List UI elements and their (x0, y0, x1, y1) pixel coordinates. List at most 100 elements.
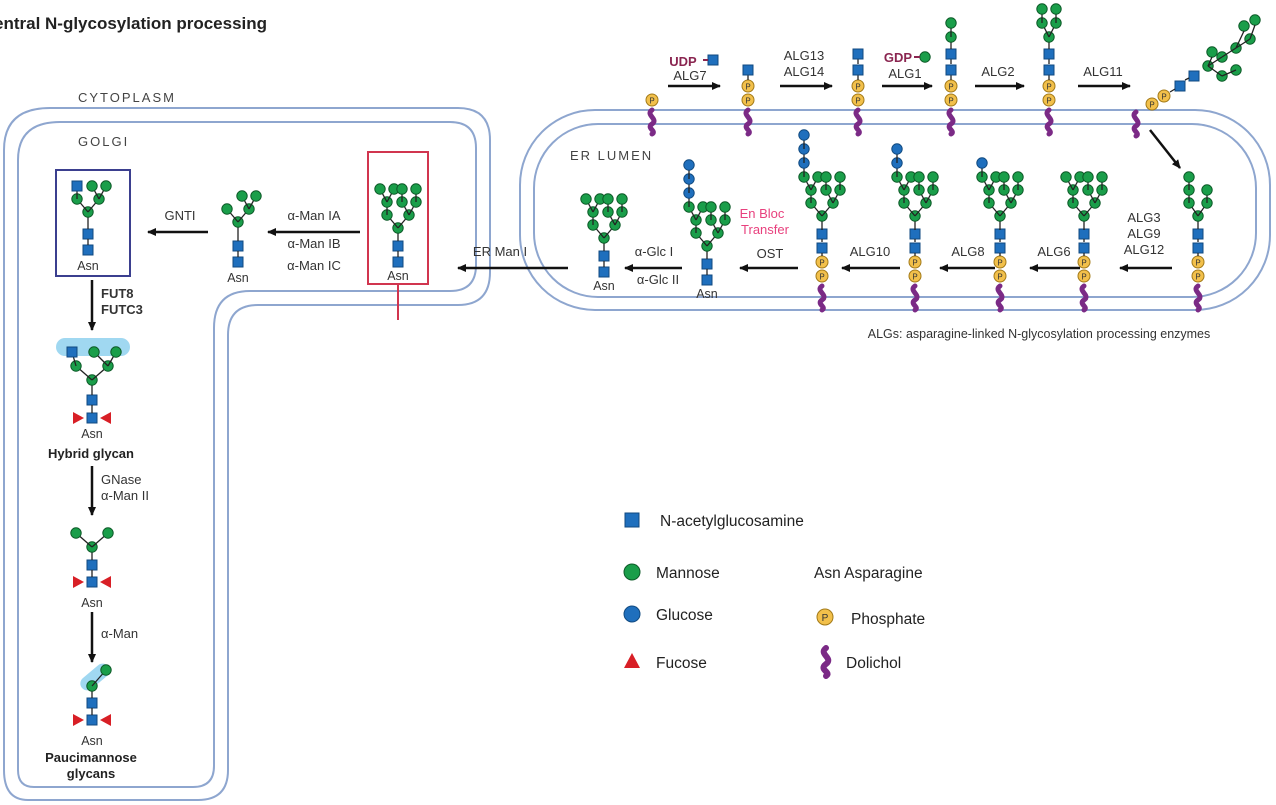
mannose-circle (705, 201, 717, 213)
mannose-circle (919, 51, 931, 63)
golgi-membrane-inner (17, 121, 477, 788)
glcnac-square (909, 242, 921, 254)
phosphate-circle (1157, 89, 1171, 103)
phosphate-letter: P (948, 97, 953, 106)
arrow-flip (1149, 129, 1181, 169)
fucose-triangle (73, 714, 84, 726)
mannose-circle (410, 183, 422, 195)
dolichol-tail (1079, 283, 1089, 313)
glycan-bond (1249, 24, 1256, 40)
glucose-circle (798, 129, 810, 141)
fucose-triangle (100, 714, 111, 726)
glcnac-square (1043, 64, 1055, 76)
mannose-circle (1183, 171, 1195, 183)
legend-mannose-label: Mannose (656, 565, 720, 582)
glcnac-square (816, 228, 828, 240)
phosphate-letter: P (1081, 259, 1086, 268)
dolichol-tail (817, 283, 827, 313)
en-bloc-label: En Bloc (740, 206, 785, 221)
phosphate-letter: P (997, 259, 1002, 268)
legend-glcnac-icon (624, 512, 640, 528)
phosphate-letter: P (912, 273, 917, 282)
mannose-circle (913, 171, 925, 183)
mannose-circle (1050, 3, 1062, 15)
udp-label: UDP (669, 54, 697, 69)
glcnac-square (82, 244, 94, 256)
fucose-triangle (100, 412, 111, 424)
phosphate-letter: P (855, 97, 860, 106)
glc1-label: α-Glc I (635, 244, 674, 259)
golgi-membrane-outer (3, 107, 491, 801)
mannose-circle (100, 664, 112, 676)
fucose-triangle (73, 576, 84, 588)
golgi-label: GOLGI (78, 134, 129, 149)
glc2-label: α-Glc II (637, 272, 679, 287)
phosphate-circle (944, 93, 958, 107)
alg12-label: ALG12 (1124, 242, 1164, 257)
aman-label: α-Man (101, 626, 138, 641)
asn-label: Asn (81, 427, 103, 441)
mannose-circle (110, 346, 122, 358)
asn-label: Asn (77, 259, 99, 273)
glcnac-square (86, 576, 98, 588)
glcnac-square (1192, 242, 1204, 254)
legend-dolichol-icon (820, 645, 832, 679)
mannose-circle (221, 203, 233, 215)
glcnac-square (701, 274, 713, 286)
glcnac-square (598, 266, 610, 278)
phosphate-letter: P (1046, 97, 1051, 106)
hybrid-label: Hybrid glycan (48, 446, 134, 461)
glycan-bond (1221, 47, 1237, 58)
phosphate-circle (741, 93, 755, 107)
mannose-circle (927, 171, 939, 183)
man2-label: α-Man II (101, 488, 149, 503)
glcnac-square (86, 559, 98, 571)
legend-phosphate-letter: P (822, 613, 829, 624)
dolichol-tail (995, 283, 1005, 313)
phosphate-circle (1145, 97, 1159, 111)
mannose-circle (1201, 184, 1213, 196)
golgi-hybrid-box (55, 169, 131, 277)
mannose-circle (236, 190, 248, 202)
glcnac-square (1043, 48, 1055, 60)
mannose-circle (580, 193, 592, 205)
glcnac-square (994, 242, 1006, 254)
pauci-label-2: glycans (67, 766, 115, 781)
glcnac-square (232, 256, 244, 268)
mannose-circle (86, 180, 98, 192)
phosphate-circle (908, 269, 922, 283)
mannose-circle (1206, 46, 1218, 58)
fucose-triangle (73, 412, 84, 424)
dolichol-tail (1131, 109, 1141, 139)
legend-glucose-label: Glucose (656, 607, 713, 624)
er-man1-label: ER Man I (473, 244, 527, 259)
glycan-bond (1235, 30, 1245, 49)
man-ia-label: α-Man IA (287, 208, 340, 223)
glucose-circle (891, 143, 903, 155)
glcnac-square (945, 64, 957, 76)
alg10-label: ALG10 (850, 244, 890, 259)
mannose-circle (88, 346, 100, 358)
mannose-circle (100, 180, 112, 192)
dolichol-tail (1044, 107, 1054, 137)
glycan-bond (1169, 88, 1176, 93)
glcnac-square (816, 242, 828, 254)
glcnac-square (86, 697, 98, 709)
phosphate-letter: P (1195, 259, 1200, 268)
phosphate-letter: P (855, 83, 860, 92)
alg6-label: ALG6 (1037, 244, 1070, 259)
alg14-label: ALG14 (784, 64, 824, 79)
alg3-label: ALG3 (1127, 210, 1160, 225)
legend-fucose-icon (624, 653, 640, 668)
asn-label: Asn (696, 287, 718, 301)
er-lumen-label: ER LUMEN (570, 148, 653, 163)
alg1-label: ALG1 (888, 66, 921, 81)
asn-label: Asn (227, 271, 249, 285)
phosphate-letter: P (1046, 83, 1051, 92)
phosphate-letter: P (1195, 273, 1200, 282)
fucose-triangle (100, 576, 111, 588)
mannose-circle (1096, 171, 1108, 183)
alg7-label: ALG7 (673, 68, 706, 83)
gdp-label: GDP (884, 50, 913, 65)
